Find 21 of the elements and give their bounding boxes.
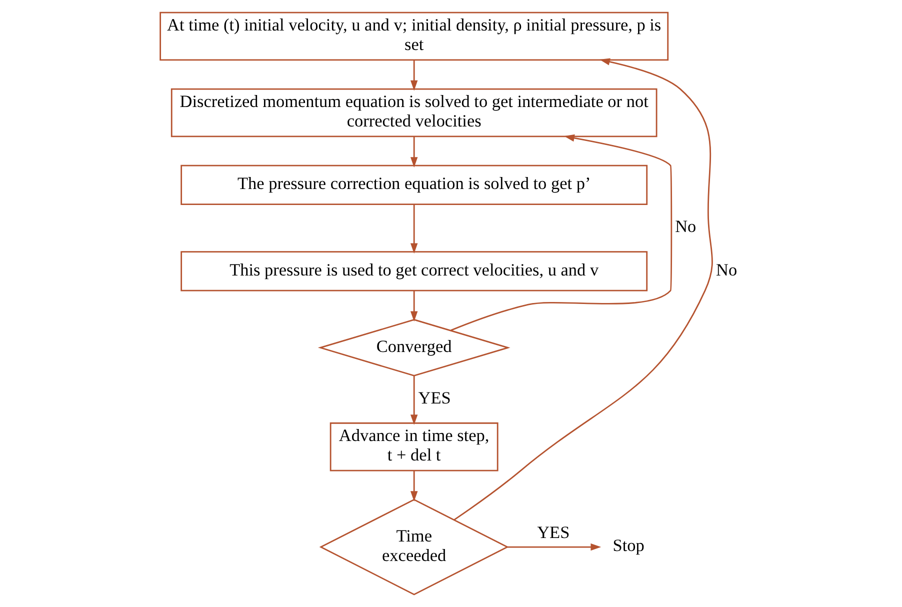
arrow [410, 376, 418, 425]
node-box: Advance in time step, t + del t [330, 422, 498, 472]
node-box: The pressure correction equation is solved to get p’ [180, 164, 648, 206]
arrow [450, 134, 672, 331]
node-diamond: Time exceeded [319, 498, 509, 596]
node-diamond: Converged [318, 318, 510, 376]
node-box: This pressure is used to get correct velocities, u and v [180, 251, 648, 292]
arrow [410, 290, 418, 322]
edge-label: YES [418, 388, 451, 408]
node-box: At time (t) initial velocity, u and v; initial density, ρ initial pressure, p is set [160, 12, 669, 61]
edge-label: YES [537, 523, 570, 542]
node-text: Stop [612, 536, 644, 556]
arrow [410, 470, 418, 502]
arrow [508, 543, 602, 551]
edge-label: No [675, 217, 696, 236]
arrow [410, 204, 418, 254]
arrow [410, 60, 418, 91]
edge-label: No [716, 260, 738, 280]
node-box: Discretized momentum equation is solved to get intermediate or not corrected velocities [170, 88, 658, 138]
arrow [454, 58, 713, 520]
arrow [410, 136, 418, 168]
